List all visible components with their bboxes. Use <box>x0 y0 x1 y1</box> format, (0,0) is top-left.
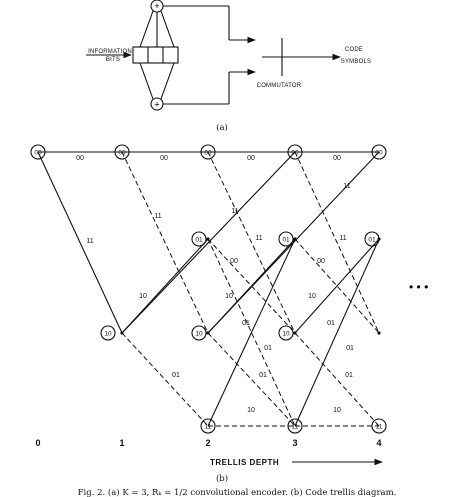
node-10-depth-1-label: 10 <box>104 331 112 338</box>
branch-label: 01 <box>327 320 335 327</box>
node-11-depth-4 <box>371 418 387 434</box>
node-11-depth-3-label: 11 <box>292 424 299 431</box>
branch-label: 10 <box>308 293 316 300</box>
node-10-depth-2-label: 10 <box>195 331 203 338</box>
branch-label: 00 <box>230 258 238 265</box>
node-11-depth-3 <box>287 418 303 434</box>
input-label-2: BITS <box>106 57 120 63</box>
depth-label-4: 4 <box>376 438 381 448</box>
branch-label: 01 <box>172 372 180 379</box>
branch-labels: 00 00 00 00 11 11 11 11 11 11 10 10 10 0… <box>76 155 354 414</box>
top-adder-symbol: + <box>154 1 159 11</box>
branch-label: 11 <box>343 183 350 190</box>
node-00-depth-0 <box>30 144 46 160</box>
commutator-label: COMMUTATOR <box>257 83 302 89</box>
shift-register <box>132 46 179 64</box>
branch-label: 10 <box>225 293 233 300</box>
depth-label-1: 1 <box>119 438 124 448</box>
node-01-depth-4-label: 01 <box>368 237 376 244</box>
trellis-depth-axis-label: TRELLIS DEPTH <box>210 458 279 467</box>
depth-label-3: 3 <box>292 438 297 448</box>
node-00-depth-4-label: 00 <box>375 150 383 157</box>
bottom-adder-symbol: + <box>154 100 159 110</box>
trellis-continuation: • • • <box>409 280 428 294</box>
node-00-depth-2 <box>200 144 216 160</box>
branch-label: 00 <box>76 155 84 162</box>
node-01-depth-2 <box>191 231 207 247</box>
branch-label: 00 <box>160 155 168 162</box>
branch-label: 00 <box>317 258 325 265</box>
subfigure-a-label: (a) <box>216 122 228 133</box>
node-10-depth-2 <box>191 325 207 341</box>
node-10-depth-3 <box>278 325 294 341</box>
branch-label: 00 <box>333 155 341 162</box>
subfigure-b-label: (b) <box>216 473 228 484</box>
branch-label: 10 <box>139 293 147 300</box>
node-11-depth-2 <box>200 418 216 434</box>
node-00-depth-1 <box>114 144 130 160</box>
branch-label: 01 <box>264 345 272 352</box>
node-10-depth-1 <box>100 325 116 341</box>
node-00-depth-3-label: 00 <box>291 150 299 157</box>
node-00-depth-0-label: 00 <box>34 150 42 157</box>
branch-label: 11 <box>86 238 93 245</box>
node-10-depth-3-label: 10 <box>282 331 290 338</box>
depth-label-0: 0 <box>35 438 40 448</box>
node-01-depth-2-label: 01 <box>195 237 203 244</box>
node-01-depth-3-label: 01 <box>282 237 290 244</box>
node-01-depth-3 <box>278 231 294 247</box>
figure-caption: Fig. 2. (a) K = 3, Rₖ = 1/2 convolutiona… <box>78 487 397 497</box>
branch-label: 11 <box>255 235 262 242</box>
node-11-depth-2-label: 11 <box>205 424 212 431</box>
branch-label: 01 <box>345 372 353 379</box>
node-11-depth-4-label: 11 <box>376 424 383 431</box>
output-label: CODE <box>345 47 363 53</box>
depth-label-2: 2 <box>205 438 210 448</box>
branch-label: 01 <box>259 372 267 379</box>
branch-label: 00 <box>247 155 255 162</box>
branch-label: 11 <box>154 213 161 220</box>
node-00-depth-1-label: 00 <box>118 150 126 157</box>
node-00-depth-4 <box>371 144 387 160</box>
branch-label: 11 <box>231 208 238 215</box>
state-nodes: 00 00 10 00 01 10 11 00 01 10 11 <box>30 144 387 434</box>
branch-label: 10 <box>247 407 255 414</box>
branch-label: 01 <box>346 345 354 352</box>
branch-label: 11 <box>339 235 346 242</box>
branch-label: 10 <box>333 407 341 414</box>
node-00-depth-2-label: 00 <box>204 150 212 157</box>
branch-label: 01 <box>242 320 250 327</box>
node-00-depth-3 <box>287 144 303 160</box>
encoder-diagram: + + INFORMATION BITS CODE SYMBOLS C <box>86 0 371 133</box>
trellis-diagram: 00 00 10 00 01 10 11 00 01 10 11 <box>30 144 428 484</box>
input-label: INFORMATION <box>88 49 132 55</box>
output-label-2: SYMBOLS <box>341 59 371 65</box>
